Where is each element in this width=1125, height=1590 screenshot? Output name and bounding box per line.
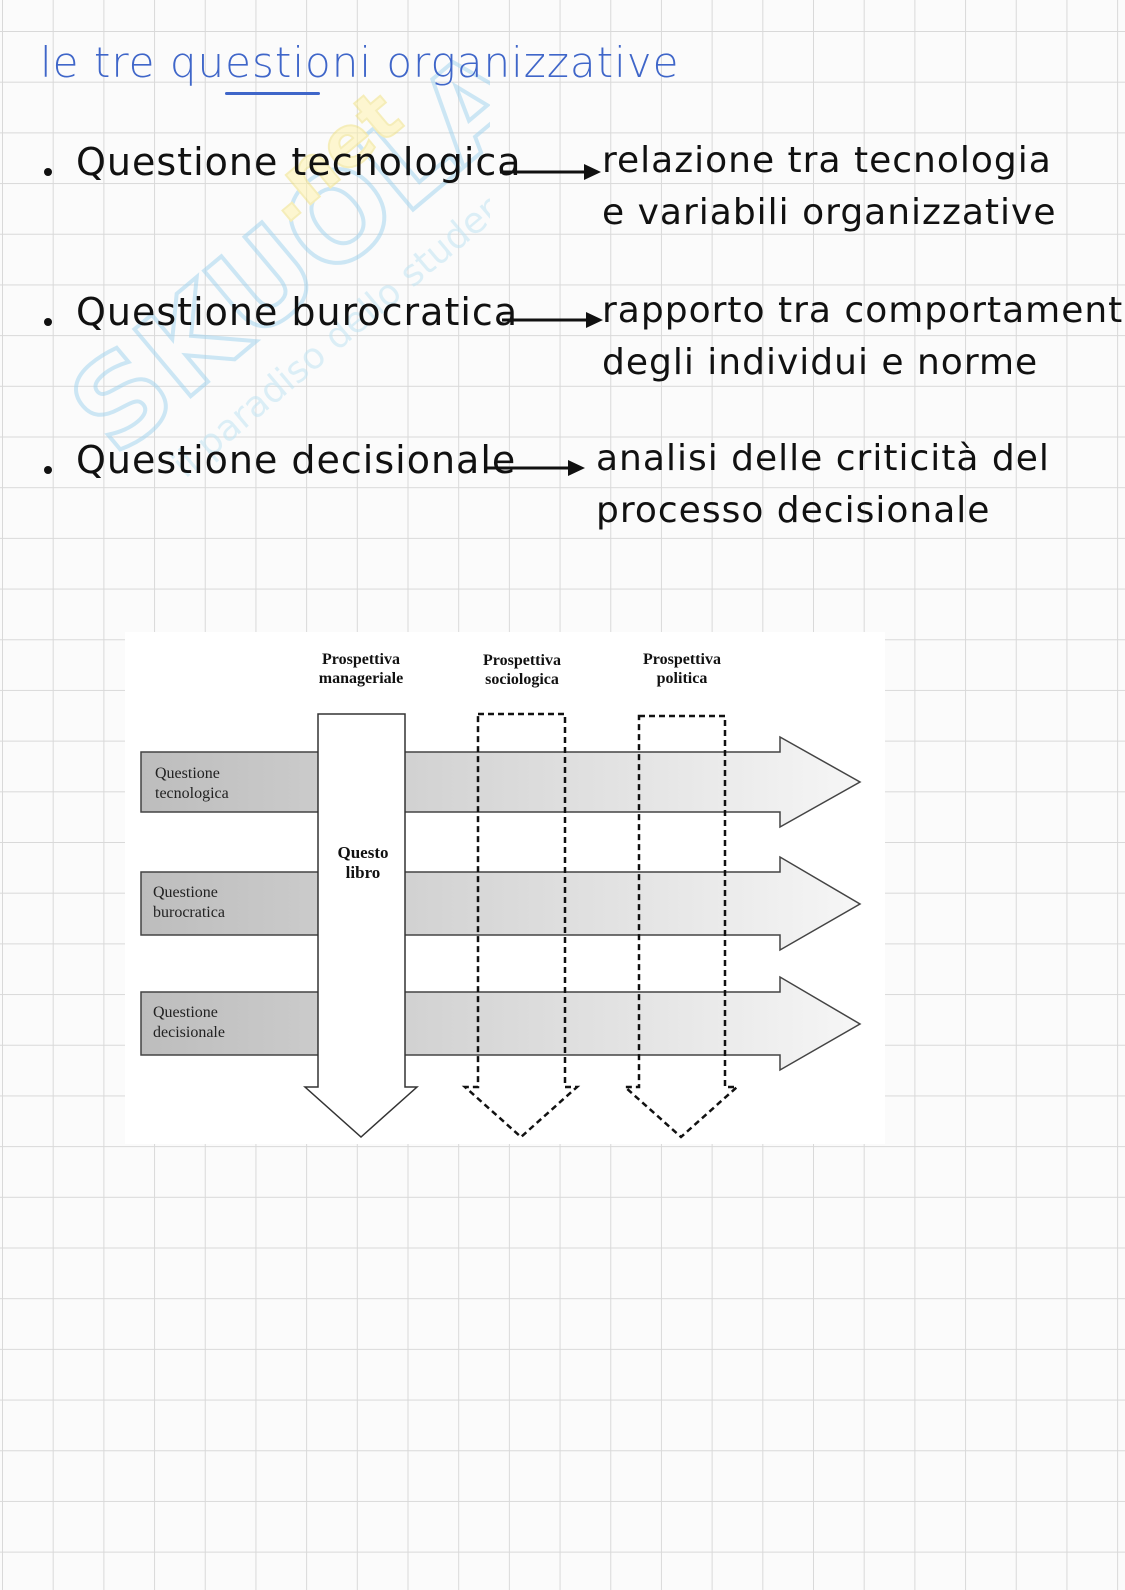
row-label: Questione [155,765,220,782]
book-label: Questo [338,843,389,862]
perspective-header: Prospettiva [643,651,721,668]
perspective-header: Prospettiva [483,652,561,669]
arrow-right-icon [502,312,603,328]
bullet [44,466,52,474]
row-arrow [140,855,862,952]
bullet [44,168,52,176]
book-label: libro [346,863,381,882]
perspective-header: sociologica [485,671,559,688]
description-line: processo decisionale [596,490,991,531]
arrow-right-icon [500,164,601,180]
description-line: e variabili organizzative [602,192,1057,233]
description-line: relazione tra tecnologia [602,140,1052,181]
perspective-header: Prospettiva [322,651,400,668]
row-label: tecnologica [155,785,229,802]
arrow-right-icon [484,460,585,476]
svg-text:SKUOLA: SKUOLA [45,60,490,481]
row-label: Questione [153,884,218,901]
title-underline [225,92,320,95]
perspectives-diagram: Prospettiva manageriale Prospettiva soci… [125,632,885,1144]
question-label: Questione tecnologica [76,140,522,184]
description-line: rapporto tra comportamento [602,290,1125,331]
row-label: burocratica [153,904,225,921]
sociological-arrow [461,712,581,1139]
perspective-header: politica [657,670,708,687]
row-label: decisionale [153,1024,225,1041]
row-label: Questione [153,1004,218,1021]
question-label: Questione burocratica [76,290,519,334]
bullet [44,318,52,326]
description-line: analisi delle criticità del [596,438,1050,479]
perspective-header: manageriale [319,670,403,687]
page-title: le tre questioni organizzative [40,38,680,87]
question-label: Questione decisionale [76,438,517,482]
row-arrow [140,975,862,1072]
description-line: degli individui e norme [602,342,1039,383]
political-arrow [621,714,741,1139]
managerial-arrow [303,713,419,1139]
row-arrow [140,735,862,829]
